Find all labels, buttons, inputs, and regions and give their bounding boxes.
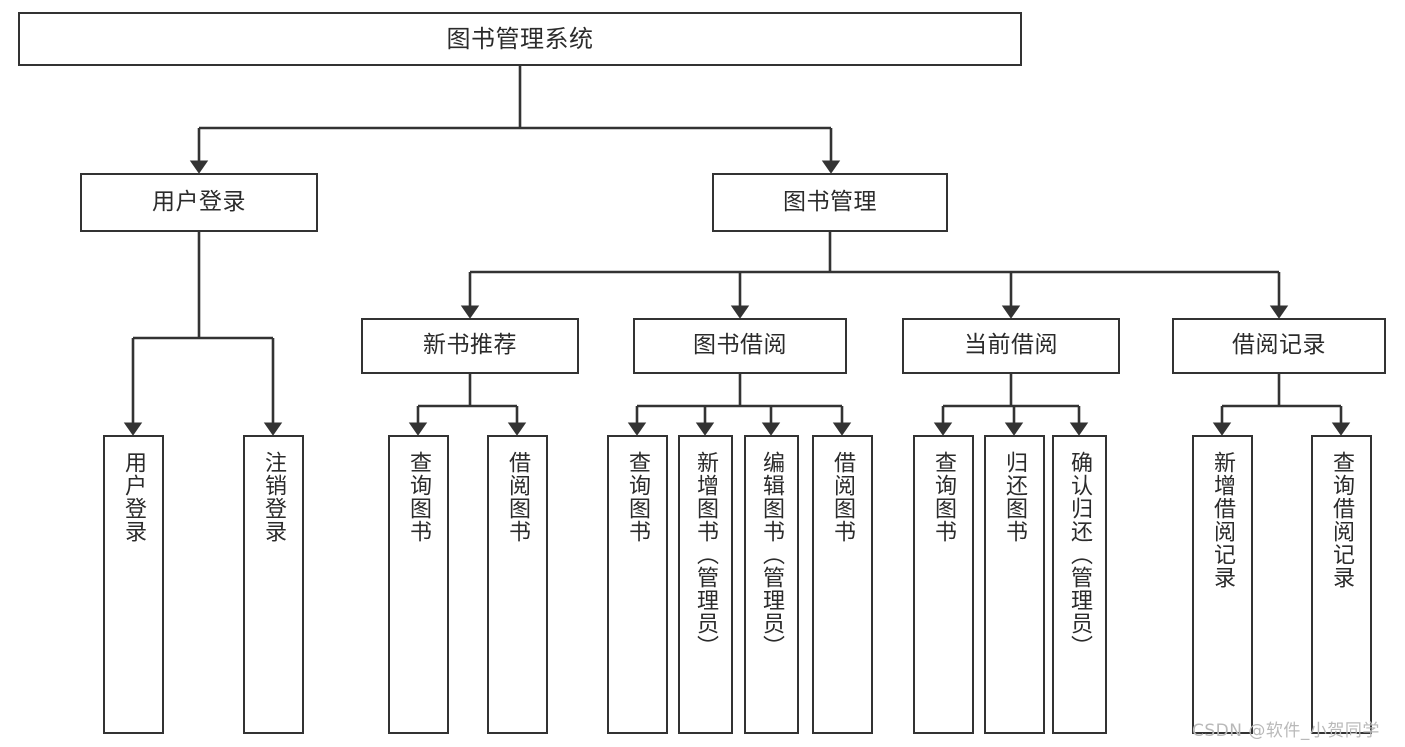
node-leaf-query-book-3[interactable]: 查询图书 [913, 435, 974, 734]
node-label: 查询图书 [931, 451, 957, 543]
node-label: 借阅图书 [505, 451, 531, 543]
node-leaf-borrow-book-2[interactable]: 借阅图书 [812, 435, 873, 734]
node-label: 注销登录 [261, 451, 287, 543]
node-leaf-return-book[interactable]: 归还图书 [984, 435, 1045, 734]
node-label: 新增借阅记录 [1210, 451, 1236, 589]
node-label: 编辑图书（管理员） [759, 451, 785, 658]
node-current-borrow[interactable]: 当前借阅 [902, 318, 1120, 374]
node-leaf-borrow-book-1[interactable]: 借阅图书 [487, 435, 548, 734]
node-root[interactable]: 图书管理系统 [18, 12, 1022, 66]
node-label: 新增图书（管理员） [693, 451, 719, 658]
node-new-book-recommend[interactable]: 新书推荐 [361, 318, 579, 374]
node-book-manage[interactable]: 图书管理 [712, 173, 948, 232]
node-user-login[interactable]: 用户登录 [80, 173, 318, 232]
csdn-watermark: CSDN @软件_小贺同学 [1192, 721, 1380, 741]
node-label: 查询图书 [406, 451, 432, 543]
node-label: 借阅图书 [830, 451, 856, 543]
node-leaf-query-book-2[interactable]: 查询图书 [607, 435, 668, 734]
node-label: 查询借阅记录 [1329, 451, 1355, 589]
node-leaf-add-borrow-record[interactable]: 新增借阅记录 [1192, 435, 1253, 734]
node-leaf-user-logout[interactable]: 注销登录 [243, 435, 304, 734]
node-label: 确认归还（管理员） [1067, 451, 1093, 658]
node-leaf-query-book-1[interactable]: 查询图书 [388, 435, 449, 734]
node-leaf-confirm-return-admin[interactable]: 确认归还（管理员） [1052, 435, 1107, 734]
node-label: 归还图书 [1002, 451, 1028, 543]
node-leaf-add-book-admin[interactable]: 新增图书（管理员） [678, 435, 733, 734]
node-leaf-user-login[interactable]: 用户登录 [103, 435, 164, 734]
node-borrow-record[interactable]: 借阅记录 [1172, 318, 1386, 374]
node-label: 查询图书 [625, 451, 651, 543]
node-label: 用户登录 [121, 451, 147, 543]
node-leaf-edit-book-admin[interactable]: 编辑图书（管理员） [744, 435, 799, 734]
node-leaf-query-borrow-record[interactable]: 查询借阅记录 [1311, 435, 1372, 734]
node-book-borrow[interactable]: 图书借阅 [633, 318, 847, 374]
